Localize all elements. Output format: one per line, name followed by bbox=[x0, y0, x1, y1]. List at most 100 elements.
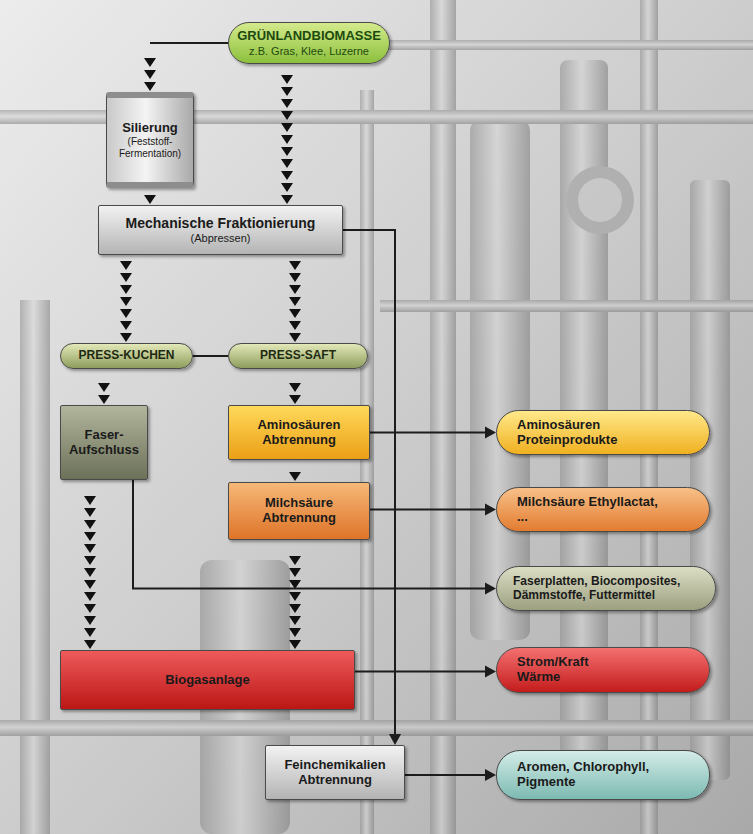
flow-line bbox=[193, 355, 228, 357]
triangle-chain-arrow bbox=[289, 472, 301, 481]
chain-triangle bbox=[281, 111, 293, 120]
process-box: Biogasanlage bbox=[60, 650, 355, 710]
node-title: Feinchemikalien Abtrennung bbox=[272, 758, 398, 788]
chain-triangle bbox=[120, 309, 132, 318]
chain-triangle bbox=[281, 147, 293, 156]
chain-triangle bbox=[84, 532, 96, 541]
chain-triangle bbox=[289, 395, 301, 404]
chain-triangle bbox=[84, 628, 96, 637]
chain-triangle bbox=[84, 496, 96, 505]
chain-triangle bbox=[120, 285, 132, 294]
arrow-head bbox=[485, 582, 496, 594]
chain-triangle bbox=[84, 508, 96, 517]
chain-triangle bbox=[281, 75, 293, 84]
triangle-chain-arrow bbox=[281, 75, 293, 204]
source-pill: GRÜNLANDBIOMASSEz.B. Gras, Klee, Luzerne bbox=[228, 22, 390, 64]
chain-triangle bbox=[289, 616, 301, 625]
process-box: Faser- Aufschluss bbox=[60, 405, 148, 480]
node-content: PRESS-KUCHEN bbox=[67, 349, 186, 363]
chain-triangle bbox=[84, 640, 96, 649]
arrow-head bbox=[485, 426, 496, 438]
triangle-chain-arrow bbox=[144, 43, 228, 91]
product-pill: Faserplatten, Biocomposites, Dämmstoffe,… bbox=[496, 566, 716, 611]
triangle-chain-arrow bbox=[144, 195, 156, 204]
chain-triangle bbox=[144, 58, 156, 67]
arrow-head bbox=[389, 734, 401, 745]
node-title: Milchsäure Ethyllactat, ... bbox=[517, 495, 659, 525]
node-title: Mechanische Fraktionierung bbox=[105, 215, 336, 231]
triangle-chain-arrow bbox=[98, 383, 110, 404]
chain-triangle bbox=[289, 333, 301, 342]
flow-line bbox=[370, 432, 490, 434]
chain-triangle bbox=[84, 616, 96, 625]
chain-triangle bbox=[84, 556, 96, 565]
node-title: Silierung bbox=[113, 121, 187, 136]
intermediate-pill: PRESS-KUCHEN bbox=[60, 343, 193, 369]
chain-triangle bbox=[120, 333, 132, 342]
chain-triangle bbox=[281, 123, 293, 132]
chain-triangle bbox=[281, 135, 293, 144]
product-pill: Aminosäuren Proteinprodukte bbox=[496, 410, 710, 455]
process-box: Feinchemikalien Abtrennung bbox=[265, 745, 405, 800]
node-content: Faserplatten, Biocomposites, Dämmstoffe,… bbox=[513, 575, 709, 603]
flow-arrow bbox=[370, 426, 496, 438]
chain-triangle bbox=[289, 285, 301, 294]
product-pill: Strom/Kraft Wärme bbox=[496, 647, 710, 693]
chain-triangle bbox=[98, 383, 110, 392]
flow-line bbox=[133, 480, 490, 589]
node-content: Silierung(Feststoff-Fermentation) bbox=[113, 121, 187, 160]
node-content: Milchsäure Ethyllactat, ... bbox=[517, 495, 659, 525]
node-content: Strom/Kraft Wärme bbox=[517, 655, 629, 685]
chain-triangle bbox=[84, 580, 96, 589]
chain-triangle bbox=[289, 592, 301, 601]
product-pill: Aromen, Chlorophyll, Pigmente bbox=[496, 750, 710, 800]
node-title: GRÜNLANDBIOMASSE bbox=[235, 29, 383, 44]
flow-line bbox=[355, 671, 490, 673]
chain-triangle bbox=[84, 592, 96, 601]
chain-triangle bbox=[84, 604, 96, 613]
chain-triangle bbox=[120, 261, 132, 270]
triangle-chain-arrow bbox=[289, 556, 301, 649]
chain-triangle bbox=[289, 273, 301, 282]
flow-arrow bbox=[355, 665, 496, 677]
node-content: Feinchemikalien Abtrennung bbox=[272, 758, 398, 788]
chain-triangle bbox=[281, 159, 293, 168]
node-title: PRESS-SAFT bbox=[235, 349, 361, 363]
chain-triangle bbox=[289, 568, 301, 577]
chain-triangle bbox=[281, 171, 293, 180]
chain-triangle bbox=[289, 383, 301, 392]
node-subtitle: z.B. Gras, Klee, Luzerne bbox=[235, 45, 383, 58]
flow-arrow bbox=[193, 356, 228, 357]
chain-triangle bbox=[281, 99, 293, 108]
chain-triangle bbox=[289, 297, 301, 306]
chain-triangle bbox=[84, 520, 96, 529]
flow-line bbox=[370, 509, 490, 511]
chain-triangle bbox=[289, 472, 301, 481]
chain-triangle bbox=[281, 195, 293, 204]
node-content: GRÜNLANDBIOMASSEz.B. Gras, Klee, Luzerne bbox=[235, 29, 383, 58]
chain-triangle bbox=[144, 70, 156, 79]
chain-triangle bbox=[120, 321, 132, 330]
chain-triangle bbox=[144, 195, 156, 204]
chain-triangle bbox=[289, 640, 301, 649]
chain-triangle bbox=[281, 87, 293, 96]
node-title: Strom/Kraft Wärme bbox=[517, 655, 629, 685]
chain-triangle bbox=[289, 604, 301, 613]
triangle-chain-arrow bbox=[289, 261, 301, 342]
node-title: Faser- Aufschluss bbox=[67, 428, 141, 458]
process-box: Aminosäuren Abtrennung bbox=[228, 405, 370, 460]
triangle-chain-arrow bbox=[120, 261, 132, 342]
node-content: Biogasanlage bbox=[67, 673, 348, 688]
chain-triangle bbox=[120, 297, 132, 306]
node-content: PRESS-SAFT bbox=[235, 349, 361, 363]
chain-triangle bbox=[289, 309, 301, 318]
chain-triangle bbox=[98, 395, 110, 404]
node-content: Aminosäuren Abtrennung bbox=[235, 418, 363, 448]
node-title: PRESS-KUCHEN bbox=[67, 349, 186, 363]
chain-triangle bbox=[281, 183, 293, 192]
node-title: Aminosäuren Abtrennung bbox=[235, 418, 363, 448]
node-content: Aromen, Chlorophyll, Pigmente bbox=[517, 760, 669, 790]
node-title: Aromen, Chlorophyll, Pigmente bbox=[517, 760, 669, 790]
arrow-head bbox=[485, 503, 496, 515]
